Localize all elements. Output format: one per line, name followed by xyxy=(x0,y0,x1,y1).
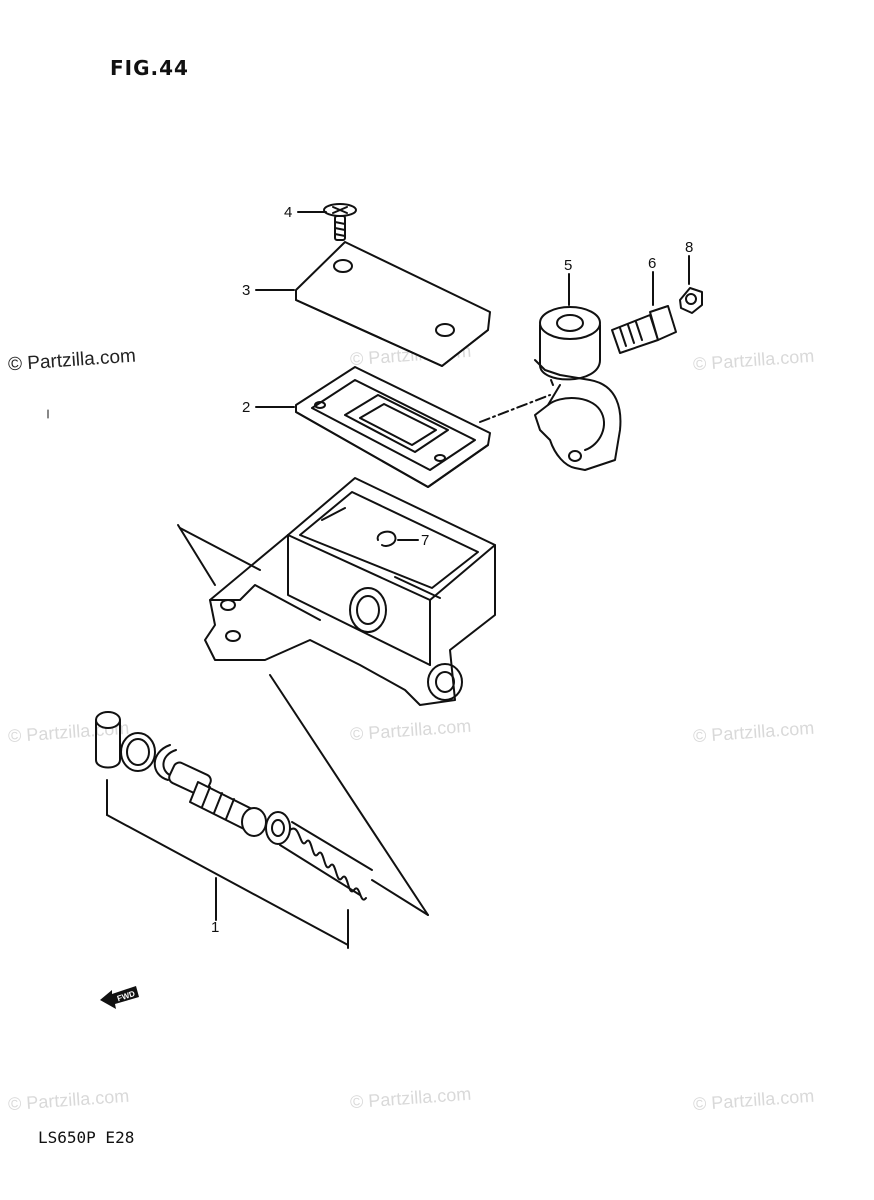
fwd-label: FWD xyxy=(116,989,136,1003)
callout-5: 5 xyxy=(564,257,572,274)
callout-8: 8 xyxy=(685,239,693,256)
clamp-part-5 xyxy=(534,306,622,471)
clip-part-7 xyxy=(376,530,419,547)
callout-4: 4 xyxy=(284,204,292,221)
fwd-arrow-icon: FWD xyxy=(100,986,139,1009)
callout-2: 2 xyxy=(242,399,250,416)
callout-6: 6 xyxy=(648,255,656,272)
screw-part-4 xyxy=(323,203,357,241)
callout-3: 3 xyxy=(242,282,250,299)
reservoir-cap-part-3 xyxy=(295,241,491,367)
figure-title: FIG.44 xyxy=(110,56,189,80)
callout-1: 1 xyxy=(211,919,219,936)
master-cylinder-body xyxy=(204,477,496,706)
diaphragm-part-2 xyxy=(295,366,491,488)
callout-7: 7 xyxy=(421,532,429,549)
model-code: LS650P E28 xyxy=(38,1128,135,1147)
kit-bracket xyxy=(106,779,349,949)
bolt-part-6 xyxy=(611,305,677,354)
nut-part-8 xyxy=(679,287,703,314)
piston-assembly xyxy=(95,711,373,901)
